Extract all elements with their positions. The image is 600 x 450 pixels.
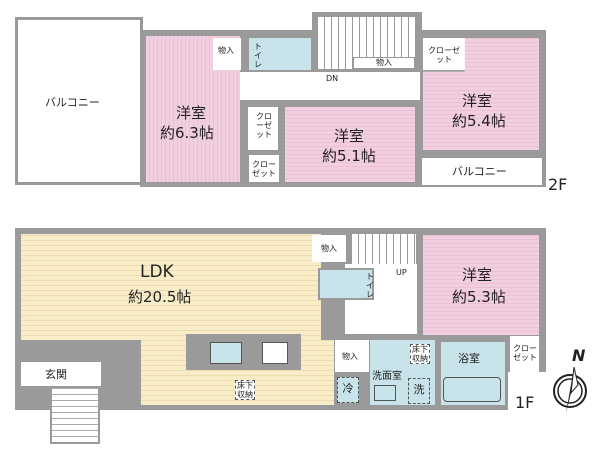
room-2f-c-size: 約5.4帖 bbox=[452, 112, 506, 130]
storage-2f-1-label: 物入 bbox=[218, 46, 234, 55]
room-2f-c-name: 洋室 bbox=[462, 92, 493, 110]
room-1f bbox=[423, 235, 539, 335]
room-2f-b-size: 約5.1帖 bbox=[322, 147, 376, 165]
closet-1f-label: クローゼット bbox=[513, 344, 537, 362]
room-1f-size: 約5.3帖 bbox=[452, 288, 506, 306]
bathtub bbox=[443, 377, 501, 402]
room-2f-b-name: 洋室 bbox=[334, 127, 365, 145]
entrance-label: 玄関 bbox=[45, 368, 67, 381]
balcony-right-label: バルコニー bbox=[452, 165, 507, 178]
storage-1f-1 bbox=[312, 235, 346, 262]
floor-2f-label: 2F bbox=[548, 175, 568, 194]
closet-2f-1-label: クローゼット bbox=[428, 46, 460, 64]
toilet-1f bbox=[318, 268, 374, 300]
storage-2f-2 bbox=[353, 57, 415, 69]
closet-2f-2 bbox=[248, 107, 278, 150]
room-2f-b bbox=[285, 107, 415, 182]
washroom-label: 洗面室 bbox=[372, 371, 402, 382]
compass-label: N bbox=[572, 346, 586, 365]
room-2f-a-size: 約6.3帖 bbox=[160, 124, 214, 142]
hall-2f bbox=[240, 72, 420, 100]
floor1-notch bbox=[508, 372, 548, 412]
room-2f-a-name: 洋室 bbox=[176, 104, 207, 122]
washbasin bbox=[374, 385, 396, 401]
balcony-left bbox=[15, 17, 143, 185]
floor-1f-label: 1F bbox=[515, 393, 535, 412]
underfloor-storage-1: 床下収納 bbox=[235, 380, 255, 400]
stairs-dn-label: DN bbox=[326, 74, 339, 83]
storage-1f-2-label: 物入 bbox=[342, 352, 358, 361]
closet-2f-3-label: クローゼット bbox=[252, 160, 276, 178]
storage-2f-2-label: 物入 bbox=[376, 58, 392, 67]
stairs-1f bbox=[352, 234, 416, 264]
balcony-left-label: バルコニー bbox=[45, 96, 100, 109]
entrance bbox=[21, 362, 101, 386]
toilet-2f-label: トイレ bbox=[254, 42, 262, 69]
storage-2f-1 bbox=[213, 38, 241, 70]
kitchen-sink bbox=[210, 342, 242, 364]
storage-1f-1-label: 物入 bbox=[321, 244, 337, 253]
toilet-2f bbox=[249, 38, 311, 70]
underfloor-storage-2: 床下収納 bbox=[410, 344, 430, 364]
storage-1f-2 bbox=[335, 340, 369, 372]
fridge-space: 冷 bbox=[337, 377, 359, 403]
entrance-porch bbox=[50, 386, 100, 444]
bathroom-label: 浴室 bbox=[458, 352, 480, 365]
ldk-size: 約20.5帖 bbox=[128, 288, 192, 306]
ldk-name: LDK bbox=[140, 262, 174, 282]
stove bbox=[262, 342, 288, 364]
closet-2f-2-label: クローゼット bbox=[256, 112, 272, 139]
stairs-up-label: UP bbox=[396, 268, 407, 277]
closet-2f-3 bbox=[249, 155, 279, 182]
room-1f-name: 洋室 bbox=[462, 266, 493, 284]
closet-1f bbox=[510, 336, 539, 372]
north-arrow-icon bbox=[548, 355, 592, 415]
bathroom bbox=[441, 342, 505, 405]
closet-2f-1 bbox=[423, 38, 465, 70]
toilet-1f-label: トイレ bbox=[366, 272, 374, 299]
balcony-right bbox=[422, 158, 542, 185]
washer-space: 洗 bbox=[408, 378, 430, 404]
